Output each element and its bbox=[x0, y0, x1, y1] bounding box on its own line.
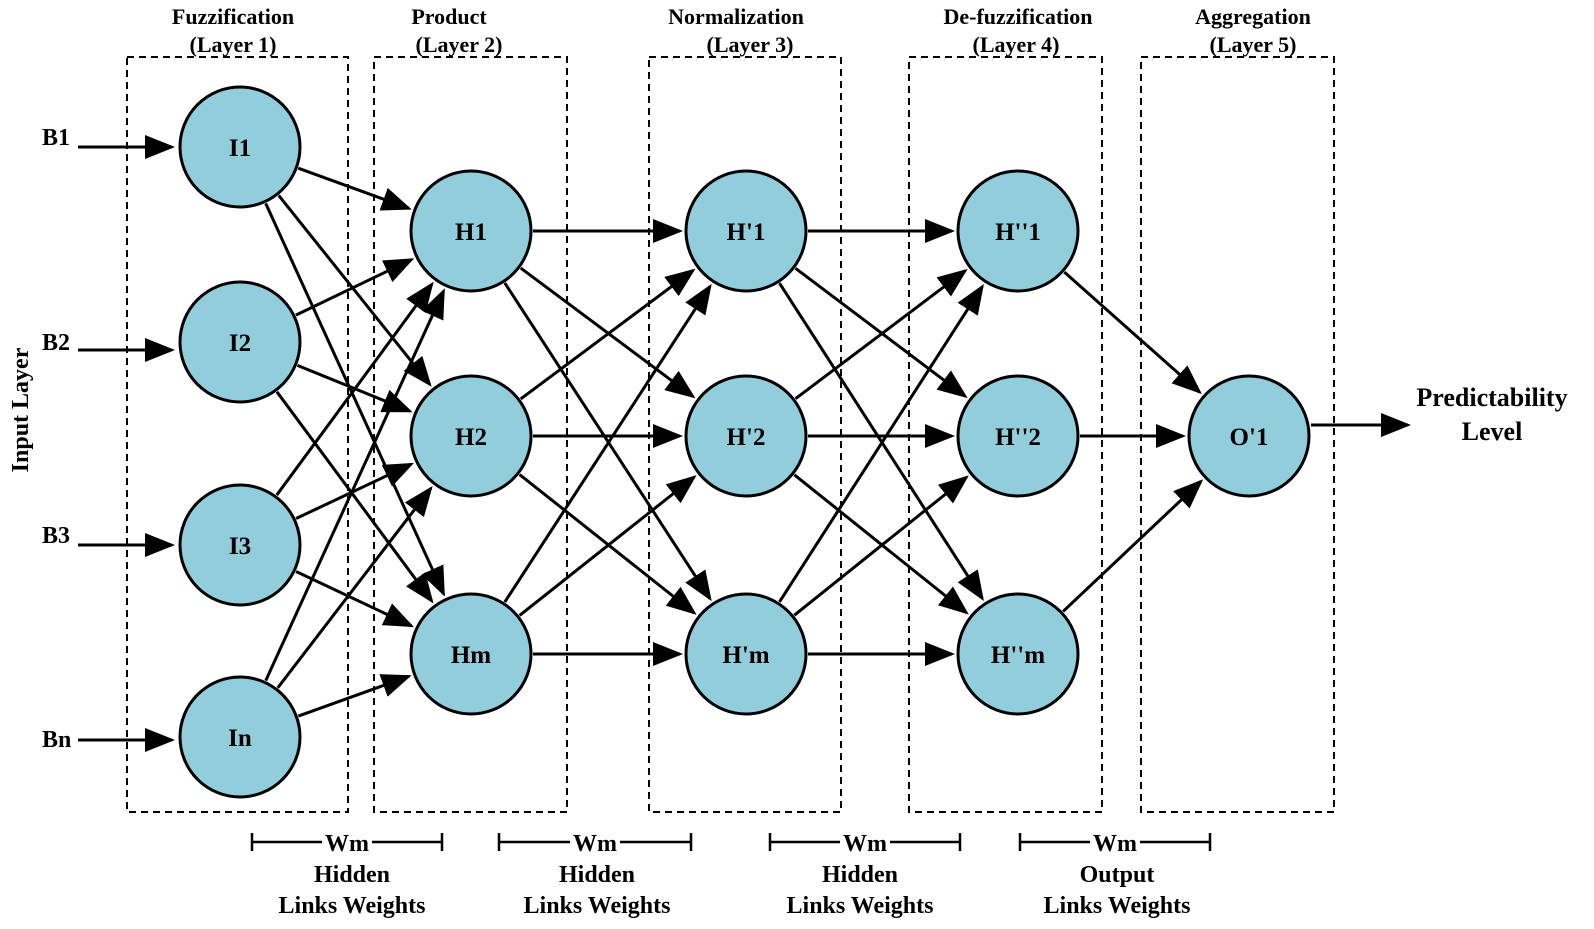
node-in: In bbox=[178, 675, 302, 799]
node-h-dprime-1: H''1 bbox=[956, 169, 1080, 293]
node-h-dprime-m: H''m bbox=[956, 592, 1080, 716]
node-h1: H1 bbox=[409, 169, 533, 293]
node-in-label: In bbox=[228, 725, 252, 752]
edge-arrow-16 bbox=[519, 268, 696, 401]
node-h-dprime-m-label: H''m bbox=[991, 642, 1045, 669]
edge-arrow-11 bbox=[276, 485, 433, 689]
edge-arrow-14 bbox=[519, 266, 696, 399]
weight-label-2: Wm bbox=[573, 831, 617, 857]
weight-caption-3-line2: Links Weights bbox=[787, 893, 934, 919]
node-h2-label: H2 bbox=[455, 424, 487, 451]
edge-arrow-23 bbox=[794, 267, 968, 399]
input-b3: B3 bbox=[42, 523, 70, 549]
input-b2: B2 bbox=[42, 330, 70, 356]
edge-arrow-9 bbox=[295, 570, 415, 628]
weight-caption-4-line1: Output bbox=[1080, 862, 1155, 888]
weight-label-1: Wm bbox=[325, 831, 369, 857]
input-b1: B1 bbox=[42, 125, 70, 151]
node-o-prime-1: O'1 bbox=[1187, 374, 1311, 498]
layer-2-title: Product bbox=[411, 4, 487, 29]
edge-arrow-10 bbox=[264, 288, 445, 682]
layer-5-title: Aggregation bbox=[1195, 4, 1311, 29]
edge-arrow-3 bbox=[264, 202, 446, 597]
weight-group-4: Wm Output Links Weights bbox=[1018, 830, 1212, 919]
node-i1: I1 bbox=[178, 85, 302, 209]
edge-arrow-24 bbox=[778, 282, 984, 602]
weight-caption-2-line1: Hidden bbox=[559, 862, 635, 888]
edge-arrow-31 bbox=[1063, 271, 1202, 395]
nodes: I1 I2 I3 In H1 H2 Hm H'1 bbox=[178, 85, 1311, 799]
edge-arrow-28 bbox=[778, 283, 984, 603]
inputs: B1 B2 B3 Bn bbox=[42, 125, 71, 753]
layer-1-title: Fuzzification bbox=[172, 4, 294, 29]
edge-arrow-12 bbox=[297, 674, 412, 718]
edge-arrow-6 bbox=[275, 390, 434, 604]
layer-headings: Fuzzification (Layer 1) Product (Layer 2… bbox=[172, 4, 1311, 57]
weight-label-4: Wm bbox=[1093, 831, 1137, 857]
node-i3-label: I3 bbox=[229, 533, 251, 560]
node-i1-label: I1 bbox=[229, 135, 251, 162]
layer-1-box bbox=[126, 56, 349, 813]
edge-arrow-27 bbox=[793, 473, 969, 615]
weight-group-1: Wm Hidden Links Weights bbox=[250, 830, 444, 919]
layer-3-subtitle: (Layer 3) bbox=[707, 32, 794, 57]
node-i2: I2 bbox=[178, 280, 302, 404]
layer-4-subtitle: (Layer 4) bbox=[973, 32, 1060, 57]
edge-arrow-25 bbox=[794, 268, 968, 400]
weight-group-3: Wm Hidden Links Weights bbox=[768, 830, 962, 919]
output-label-line2: Level bbox=[1462, 417, 1523, 446]
node-h-dprime-1-label: H''1 bbox=[995, 219, 1041, 246]
edge-arrow-33 bbox=[1062, 479, 1204, 613]
edge-arrow-4 bbox=[295, 258, 415, 317]
node-i2-label: I2 bbox=[229, 330, 251, 357]
layer-4-title: De-fuzzification bbox=[943, 4, 1092, 29]
node-h2: H2 bbox=[409, 374, 533, 498]
edge-arrow-15 bbox=[503, 282, 712, 602]
node-hm: Hm bbox=[409, 592, 533, 716]
node-h-dprime-2-label: H''2 bbox=[995, 424, 1041, 451]
layer-1-subtitle: (Layer 1) bbox=[190, 32, 277, 57]
edge-arrow-29 bbox=[793, 475, 969, 617]
weight-caption-1-line2: Links Weights bbox=[279, 893, 426, 919]
edge-arrow-7 bbox=[275, 281, 434, 496]
weight-label-3: Wm bbox=[843, 831, 887, 857]
layer-5-subtitle: (Layer 5) bbox=[1210, 32, 1297, 57]
edge-arrow-19 bbox=[503, 283, 712, 603]
weight-caption-2-line2: Links Weights bbox=[524, 893, 671, 919]
weight-caption-3-line1: Hidden bbox=[822, 862, 898, 888]
node-h-prime-2-label: H'2 bbox=[727, 424, 766, 451]
weight-caption-4-line2: Links Weights bbox=[1044, 893, 1191, 919]
node-h-prime-1-label: H'1 bbox=[727, 219, 766, 246]
edge-arrow-2 bbox=[277, 194, 432, 387]
input-layer-label: Input Layer bbox=[8, 347, 34, 472]
layer-2-subtitle: (Layer 2) bbox=[416, 32, 503, 57]
edge-arrow-1 bbox=[297, 166, 412, 211]
node-h1-label: H1 bbox=[455, 219, 487, 246]
node-h-dprime-2: H''2 bbox=[956, 374, 1080, 498]
output-label-line1: Predictability bbox=[1416, 383, 1567, 412]
node-h-prime-2: H'2 bbox=[684, 374, 808, 498]
node-h-prime-1: H'1 bbox=[684, 169, 808, 293]
weight-group-2: Wm Hidden Links Weights bbox=[497, 830, 693, 919]
edge-arrow-20 bbox=[518, 475, 697, 617]
input-bn: Bn bbox=[42, 727, 71, 753]
edge-arrow-18 bbox=[518, 473, 697, 615]
node-i3: I3 bbox=[178, 483, 302, 607]
layer-3-title: Normalization bbox=[668, 4, 804, 29]
edges bbox=[78, 135, 1411, 752]
node-h-prime-m: H'm bbox=[684, 592, 808, 716]
node-hm-label: Hm bbox=[451, 642, 491, 669]
node-o-prime-1-label: O'1 bbox=[1230, 424, 1269, 451]
weight-caption-1-line1: Hidden bbox=[314, 862, 390, 888]
node-h-prime-m-label: H'm bbox=[722, 642, 769, 669]
